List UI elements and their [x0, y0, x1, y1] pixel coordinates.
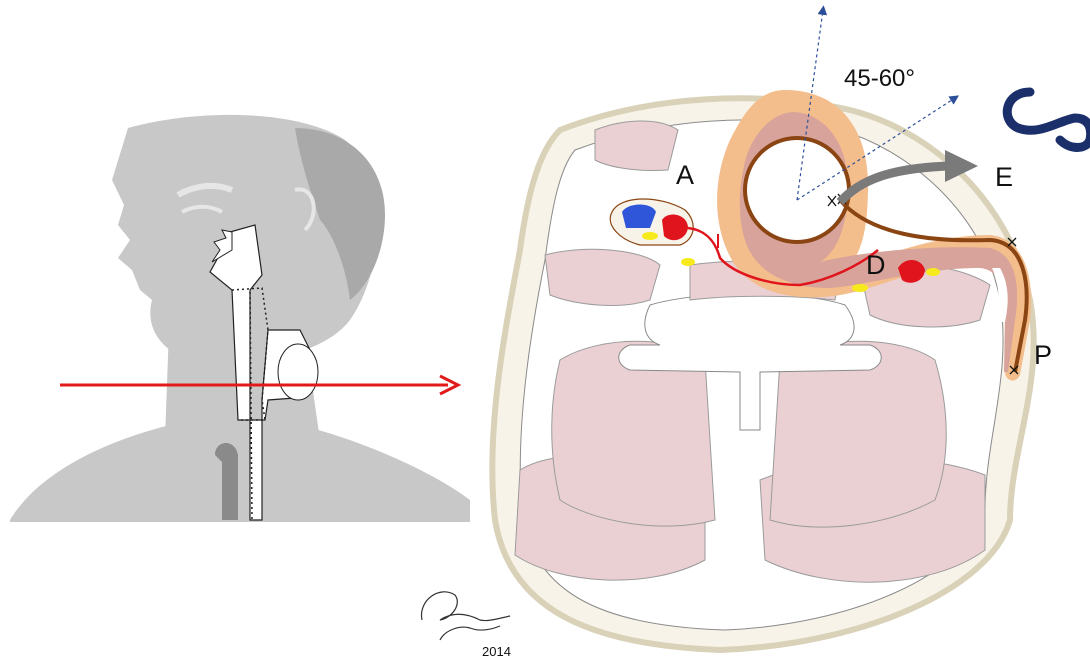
- flap-pedicle: [278, 344, 318, 400]
- angle-label: 45-60°: [844, 65, 915, 92]
- label-p: P: [1034, 340, 1052, 370]
- signature: [422, 592, 510, 640]
- nerve-right-1: [926, 268, 940, 276]
- conduit-lumen: [745, 138, 849, 242]
- vein-left: [622, 205, 656, 229]
- muscle-strap-top-left: [595, 121, 678, 171]
- label-e: E: [995, 162, 1013, 192]
- nerve-right-2: [852, 284, 868, 292]
- label-d: D: [866, 250, 886, 280]
- head-neck-silhouette: [10, 115, 470, 522]
- nerve-left-1: [642, 232, 658, 240]
- year-label: 2014: [482, 644, 511, 659]
- nerve-left-2: [681, 258, 695, 266]
- label-a: A: [676, 160, 694, 190]
- logo-swirl: [1007, 92, 1090, 148]
- muscle-upper-left: [545, 249, 660, 305]
